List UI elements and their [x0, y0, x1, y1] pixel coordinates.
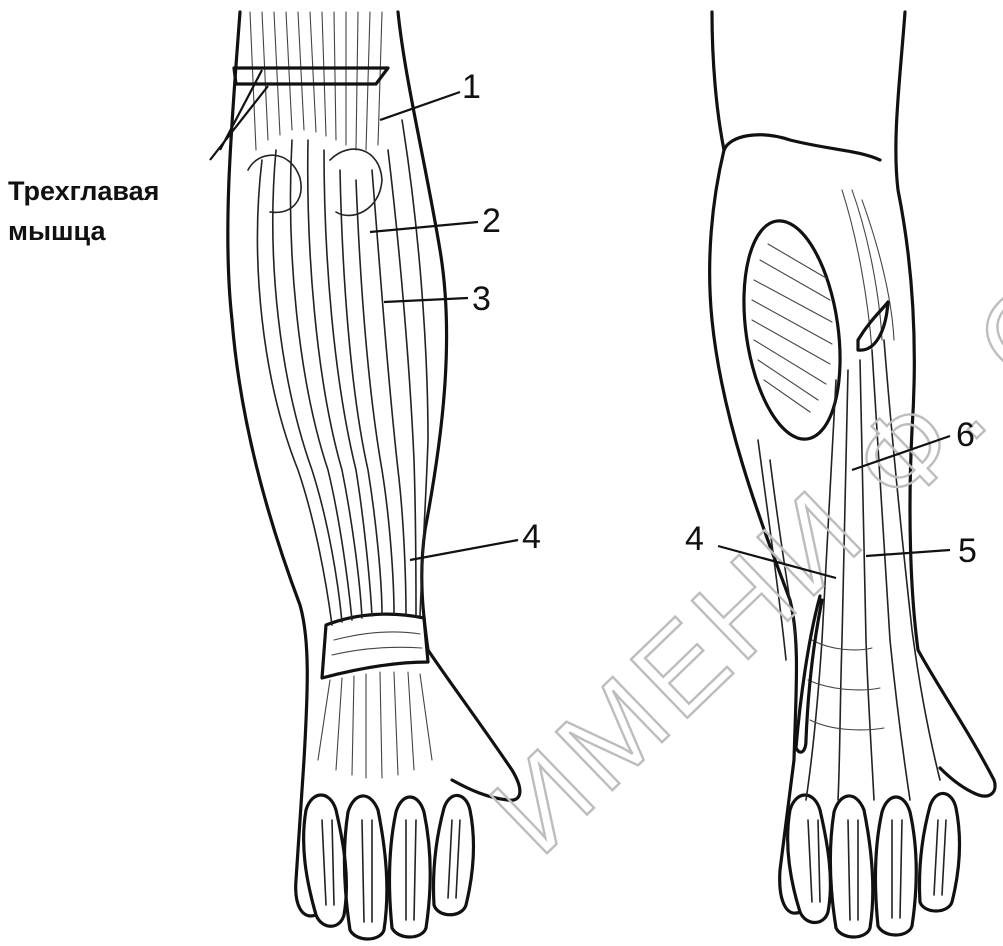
label-4-left: 4: [522, 518, 541, 556]
label-4-right: 4: [685, 520, 704, 558]
label-3: 3: [472, 280, 491, 318]
label-6: 6: [956, 416, 975, 454]
side-label-line1: Трехглавая: [8, 176, 159, 206]
left-forearm-illustration: [228, 12, 520, 939]
label-1: 1: [462, 68, 481, 106]
side-label-line2: мышца: [8, 216, 106, 246]
label-5: 5: [958, 532, 977, 570]
watermark-text: ИМЕНИ Ф. СКОР: [466, 74, 1003, 878]
label-2: 2: [482, 202, 501, 240]
